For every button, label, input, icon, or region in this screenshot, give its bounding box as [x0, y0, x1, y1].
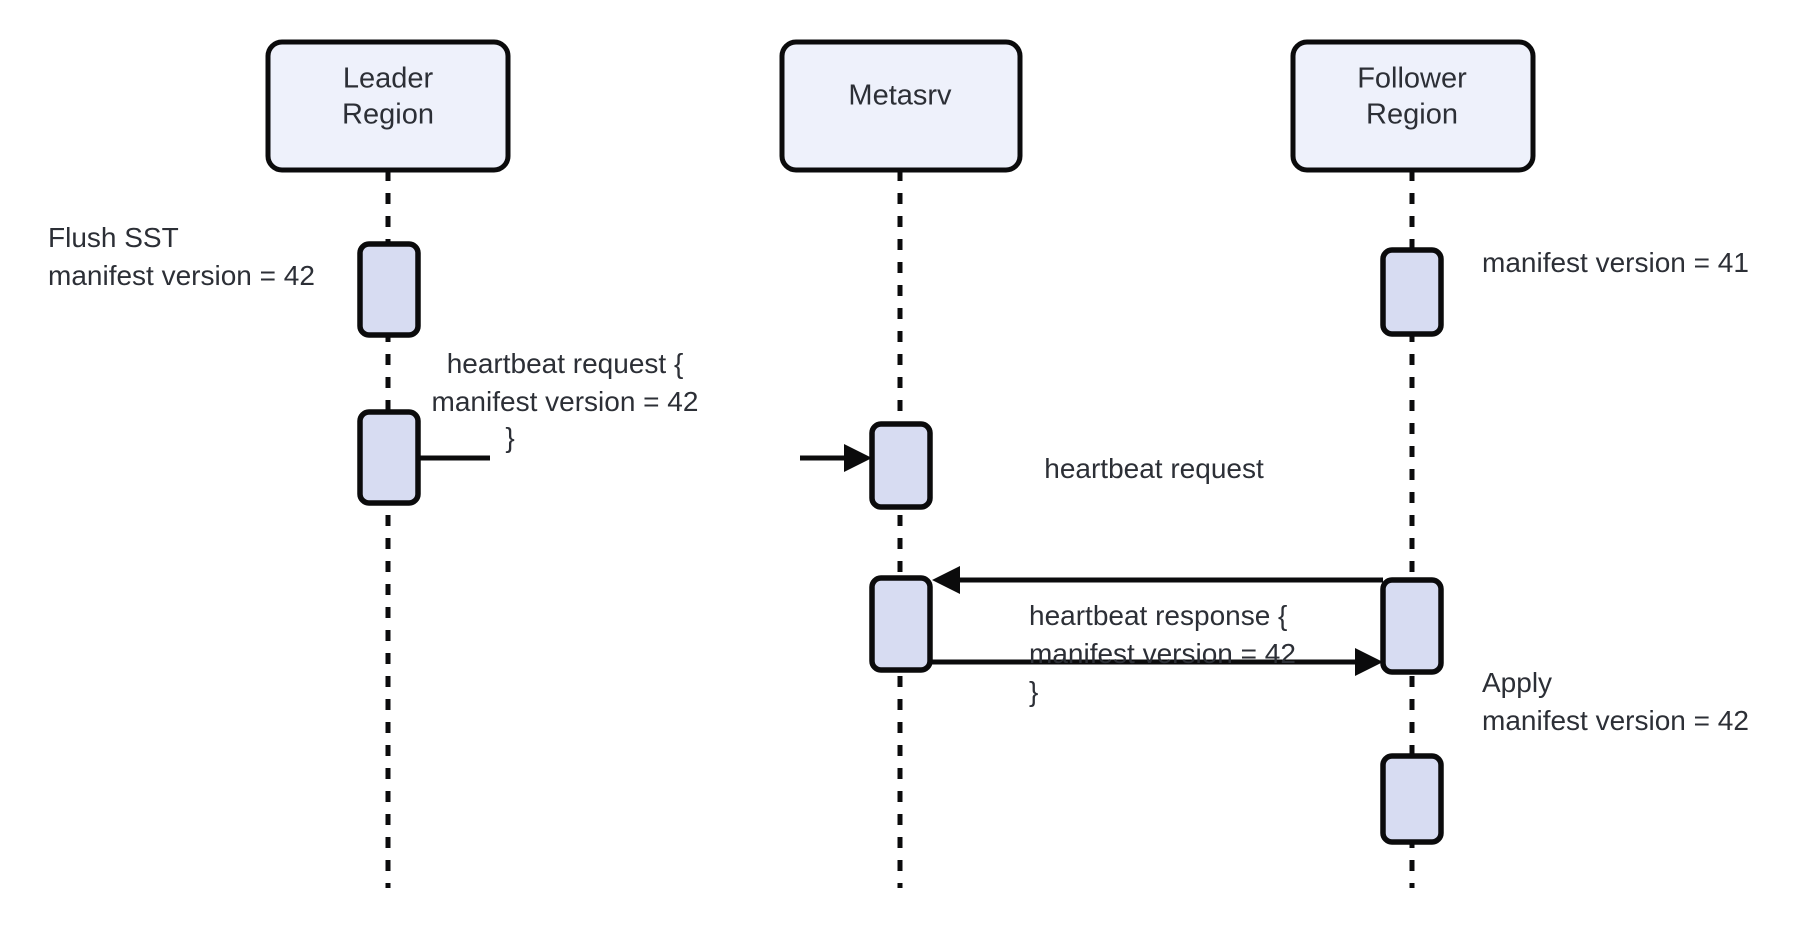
- message-heartbeat-request-follower-to-metasrv[interactable]: heartbeat request: [932, 453, 1383, 594]
- note-apply-line-1: Apply: [1482, 667, 1552, 698]
- note-flush-sst-line-2: manifest version = 42: [48, 260, 315, 291]
- note-apply-line-2: manifest version = 42: [1482, 705, 1749, 736]
- actor-label-follower-line1: Follower: [1357, 63, 1467, 95]
- actor-label-follower-line2: Region: [1366, 99, 1458, 131]
- actor-box-metasrv: [779, 39, 1023, 173]
- actor-header-follower[interactable]: Follower Region: [1290, 39, 1536, 173]
- message-label-line-1: heartbeat request {: [447, 348, 684, 379]
- message-label-line-3: }: [505, 422, 514, 453]
- message-label-line-2: manifest version = 42: [432, 386, 699, 417]
- activation-leader-flush[interactable]: [357, 241, 421, 338]
- message-arrowhead-left: [932, 566, 960, 594]
- note-flush-sst: Flush SST manifest version = 42: [48, 222, 315, 291]
- actor-label-leader-line1: Leader: [343, 63, 434, 95]
- message-label-line-2: manifest version = 42: [1029, 638, 1296, 669]
- actor-box-follower: [1290, 39, 1536, 173]
- note-follower-manifest-version-line-1: manifest version = 41: [1482, 247, 1749, 278]
- actor-header-leader[interactable]: Leader Region: [265, 39, 511, 173]
- note-follower-manifest-version: manifest version = 41: [1482, 247, 1749, 278]
- notes-group: Flush SST manifest version = 42 manifest…: [48, 222, 1749, 736]
- activation-leader-heartbeat[interactable]: [357, 409, 421, 506]
- activation-follower-apply[interactable]: [1380, 753, 1444, 845]
- actor-box-leader: [265, 39, 511, 173]
- activation-follower-heartbeat[interactable]: [1380, 577, 1444, 675]
- activation-metasrv-heartbeat-forward[interactable]: [869, 575, 933, 673]
- message-label-line-3: }: [1029, 676, 1038, 707]
- note-flush-sst-line-1: Flush SST: [48, 222, 179, 253]
- message-heartbeat-response-metasrv-to-follower[interactable]: heartbeat response { manifest version = …: [932, 600, 1383, 707]
- actor-header-metasrv[interactable]: Metasrv: [779, 39, 1023, 173]
- message-arrowhead-right: [844, 444, 872, 472]
- activations-group: [357, 241, 1444, 845]
- note-apply: Apply manifest version = 42: [1482, 667, 1749, 736]
- message-label-line-1: heartbeat response {: [1029, 600, 1287, 631]
- message-label-line-1: heartbeat request: [1044, 453, 1264, 484]
- message-heartbeat-request-leader-to-metasrv[interactable]: heartbeat request { manifest version = 4…: [420, 348, 872, 472]
- lifelines-group: [385, 170, 1415, 888]
- activation-follower-initial[interactable]: [1380, 247, 1444, 337]
- actor-label-metasrv-line1: Metasrv: [848, 80, 952, 112]
- actor-label-leader-line2: Region: [342, 99, 434, 131]
- activation-metasrv-heartbeat-in[interactable]: [869, 421, 933, 510]
- message-arrowhead-right: [1355, 648, 1383, 676]
- actor-headers-group: Leader Region Metasrv Follower Region: [265, 39, 1536, 173]
